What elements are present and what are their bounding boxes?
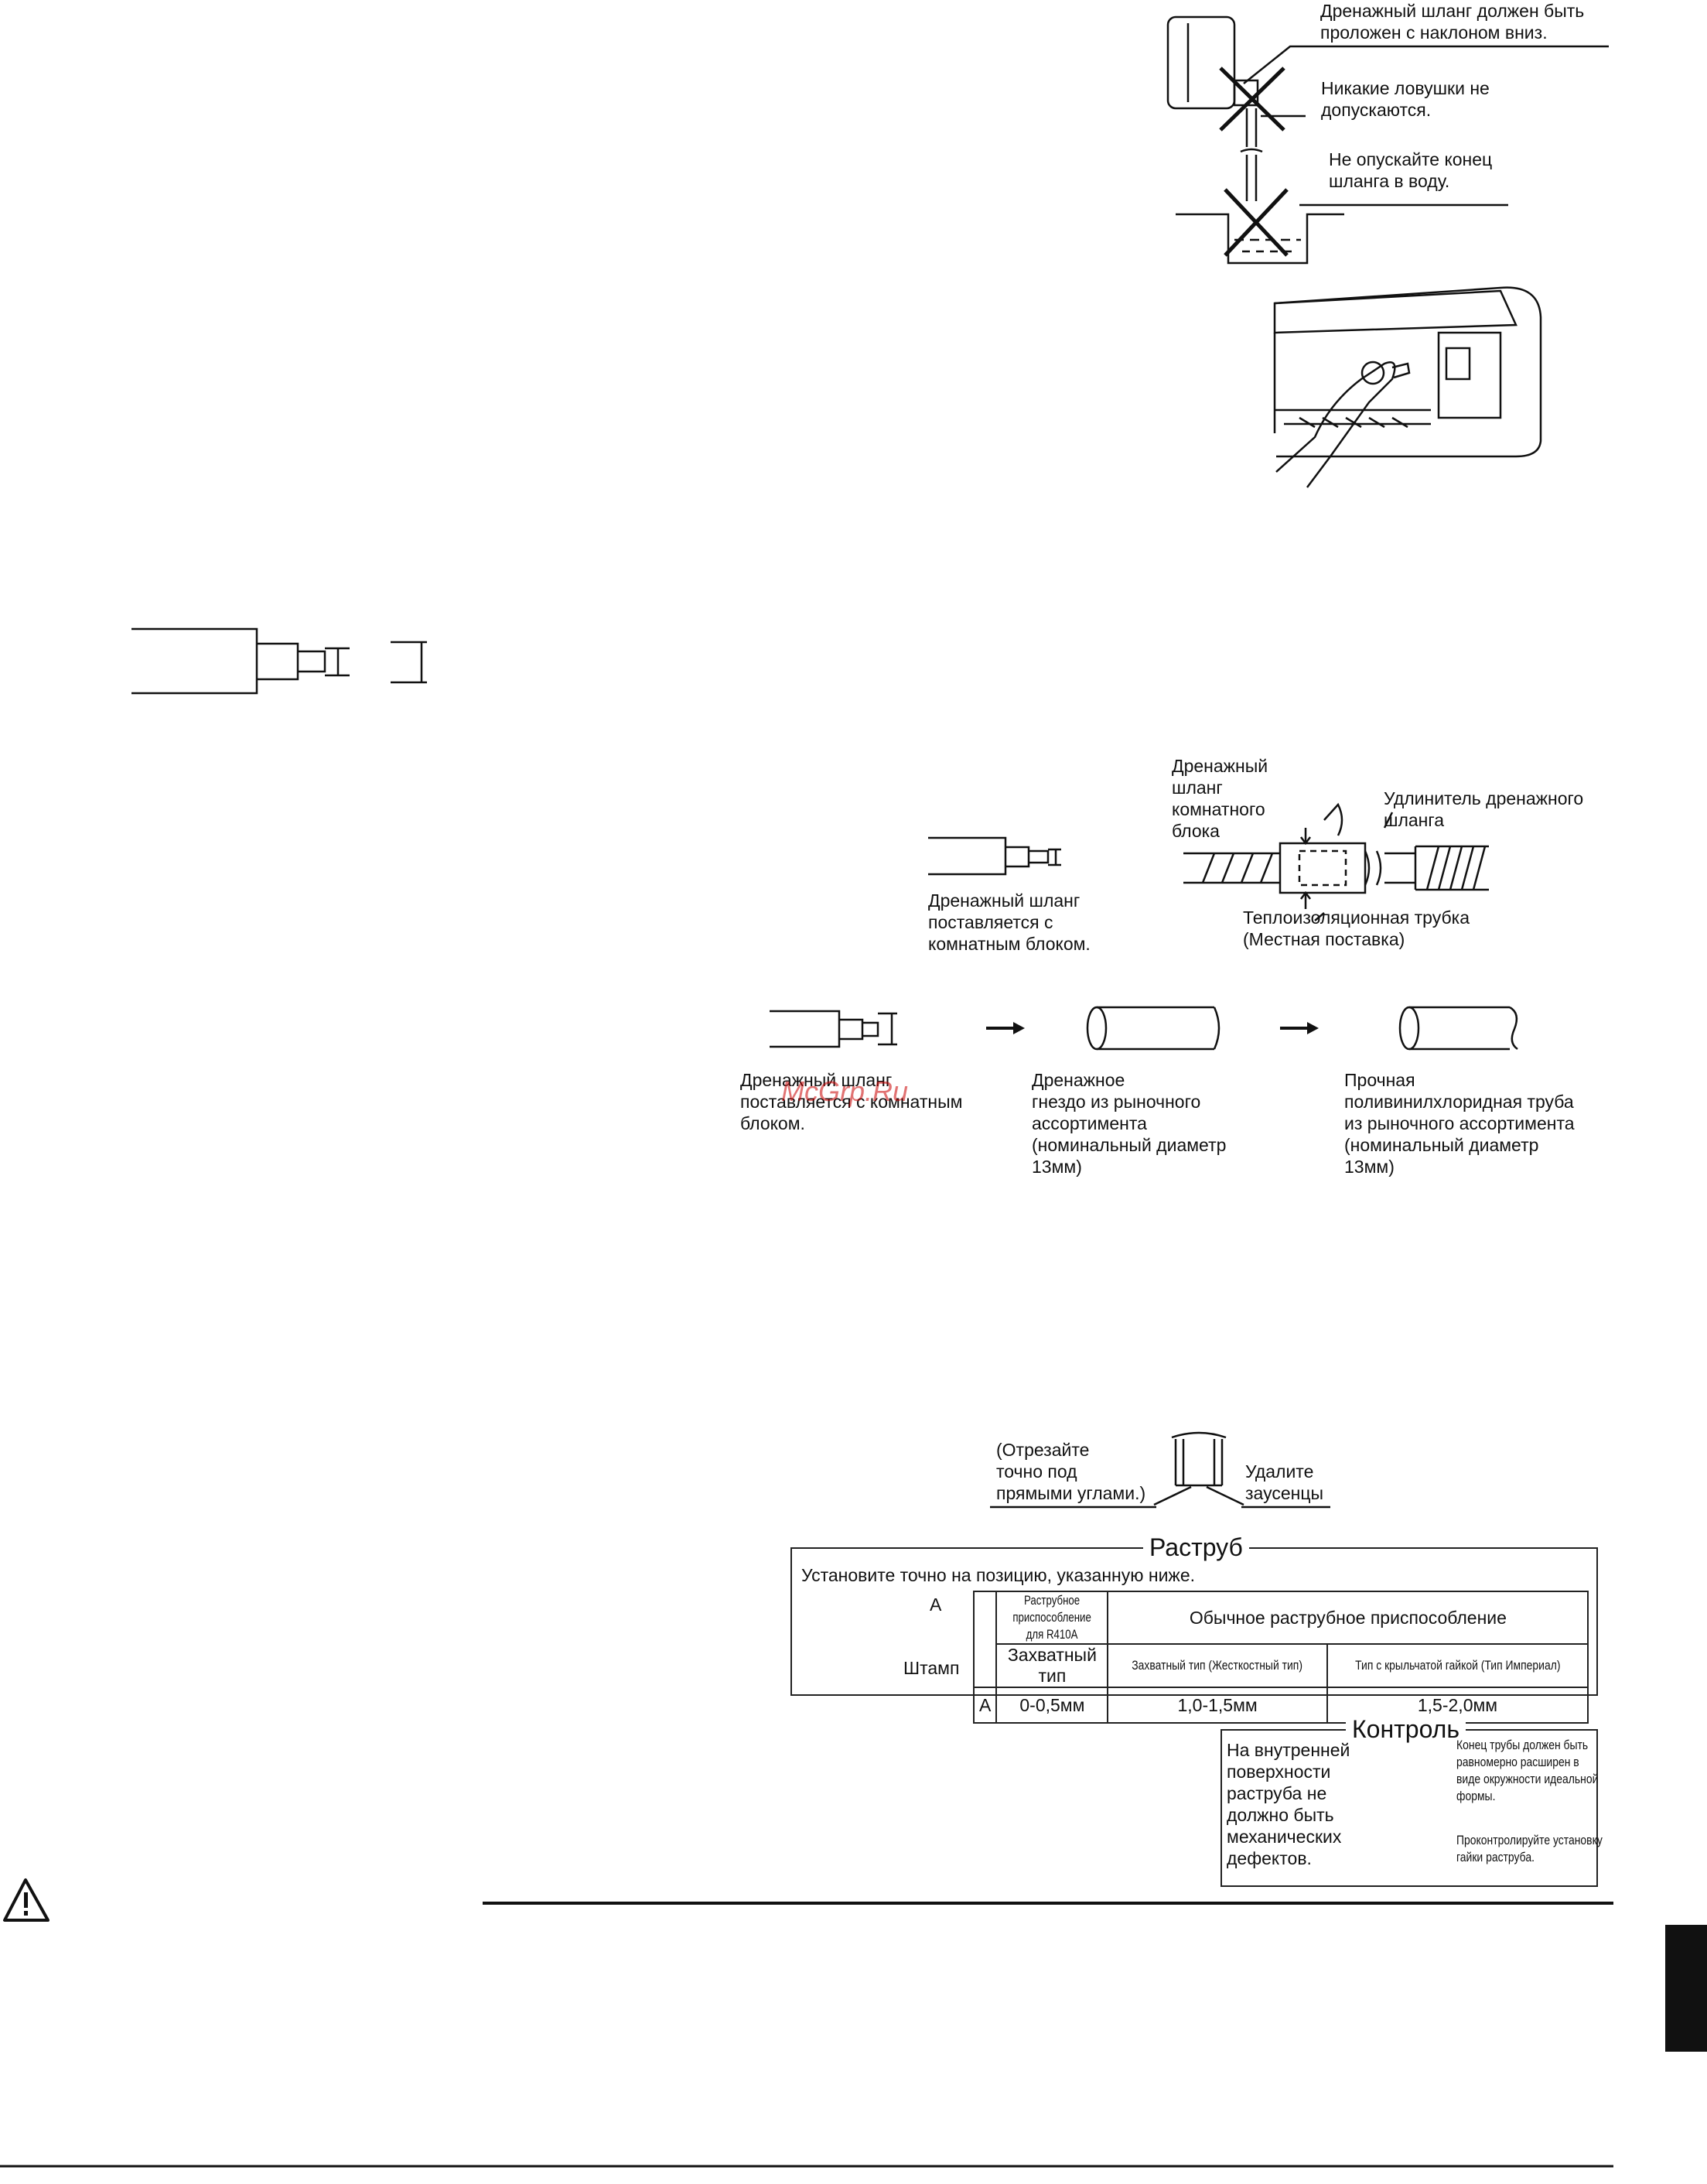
- head-wing-nut: Тип с крыльчатой гайкой (Тип Империал): [1326, 1643, 1589, 1688]
- table-corner-cell: [972, 1591, 998, 1688]
- drain-socket-label: Дренажное гнездо из рыночного ассортимен…: [1032, 1070, 1227, 1177]
- indoor-hose-label: Дренажный шланг комнатного блока: [1172, 756, 1268, 841]
- no-traps-label: Никакие ловушки не допускаются.: [1321, 78, 1490, 120]
- head-clutch: Захватный тип: [995, 1643, 1109, 1688]
- pipe-cut-diagram: [990, 1431, 1330, 1509]
- supplied-hose-label: Дренажный шланг поставляется с комнатным…: [928, 890, 1091, 954]
- check-round-label: Конец трубы должен быть равномерно расши…: [1456, 1738, 1599, 1803]
- value-r410a: 0-0,5мм: [995, 1687, 1109, 1724]
- value-rigid: 1,0-1,5мм: [1107, 1687, 1328, 1724]
- wall-unit-outline: [1166, 15, 1236, 110]
- indoor-unit-illustration: [1273, 286, 1542, 488]
- arrow-right-icon: [986, 1022, 1319, 1034]
- hose-end-diagram: [131, 627, 427, 695]
- page-side-tab: [1665, 1925, 1707, 2052]
- hose-extension-diagram: [1183, 802, 1489, 921]
- extender-label: Удлинитель дренажного шланга: [1384, 788, 1584, 830]
- head-conventional: Обычное раструбное приспособление: [1107, 1591, 1589, 1645]
- head-r410a: Раструбное приспособление для R410A: [995, 1591, 1109, 1645]
- insulation-label: Теплоизоляционная трубка (Местная постав…: [1243, 907, 1470, 949]
- check-title: Контроль: [1346, 1716, 1466, 1742]
- check-panel: [1221, 1729, 1598, 1887]
- check-nut-label: Проконтролируйте установку гайки раструб…: [1456, 1833, 1603, 1864]
- check-inner-label: На внутренней поверхности раструба не до…: [1227, 1740, 1350, 1868]
- flare-dim-label: A: [930, 1594, 942, 1615]
- pvc-supplied-hose-label: Дренажный шланг поставляется с комнатным…: [740, 1070, 963, 1133]
- pvc-pipe-label: Прочная поливинилхлоридная труба из рыно…: [1344, 1070, 1575, 1177]
- row-label-a: A: [972, 1687, 998, 1724]
- watermark: McGrp.Ru: [781, 1075, 909, 1107]
- warning-triangle-icon: [3, 1878, 50, 1922]
- head-clutch-rigid: Захватный тип (Жесткостный тип): [1107, 1643, 1328, 1688]
- pvc-connection-diagram: [770, 1006, 1518, 1051]
- cut-square-label: (Отрезайте точно под прямыми углами.): [996, 1440, 1146, 1503]
- flare-die-label: Штамп: [903, 1658, 960, 1678]
- no-water-label: Не опускайте конец шланга в воду.: [1329, 149, 1493, 191]
- flare-table: Раструбное приспособление для R410A Обыч…: [972, 1591, 1589, 1724]
- flare-instruction: Установите точно на позицию, указанную н…: [801, 1565, 1195, 1585]
- drain-slope-label: Дренажный шланг должен быть проложен с н…: [1320, 1, 1585, 43]
- flare-title: Раструб: [1143, 1534, 1249, 1560]
- remove-burr-label: Удалите заусенцы: [1245, 1461, 1324, 1503]
- cross-mark-icon: [1219, 67, 1289, 257]
